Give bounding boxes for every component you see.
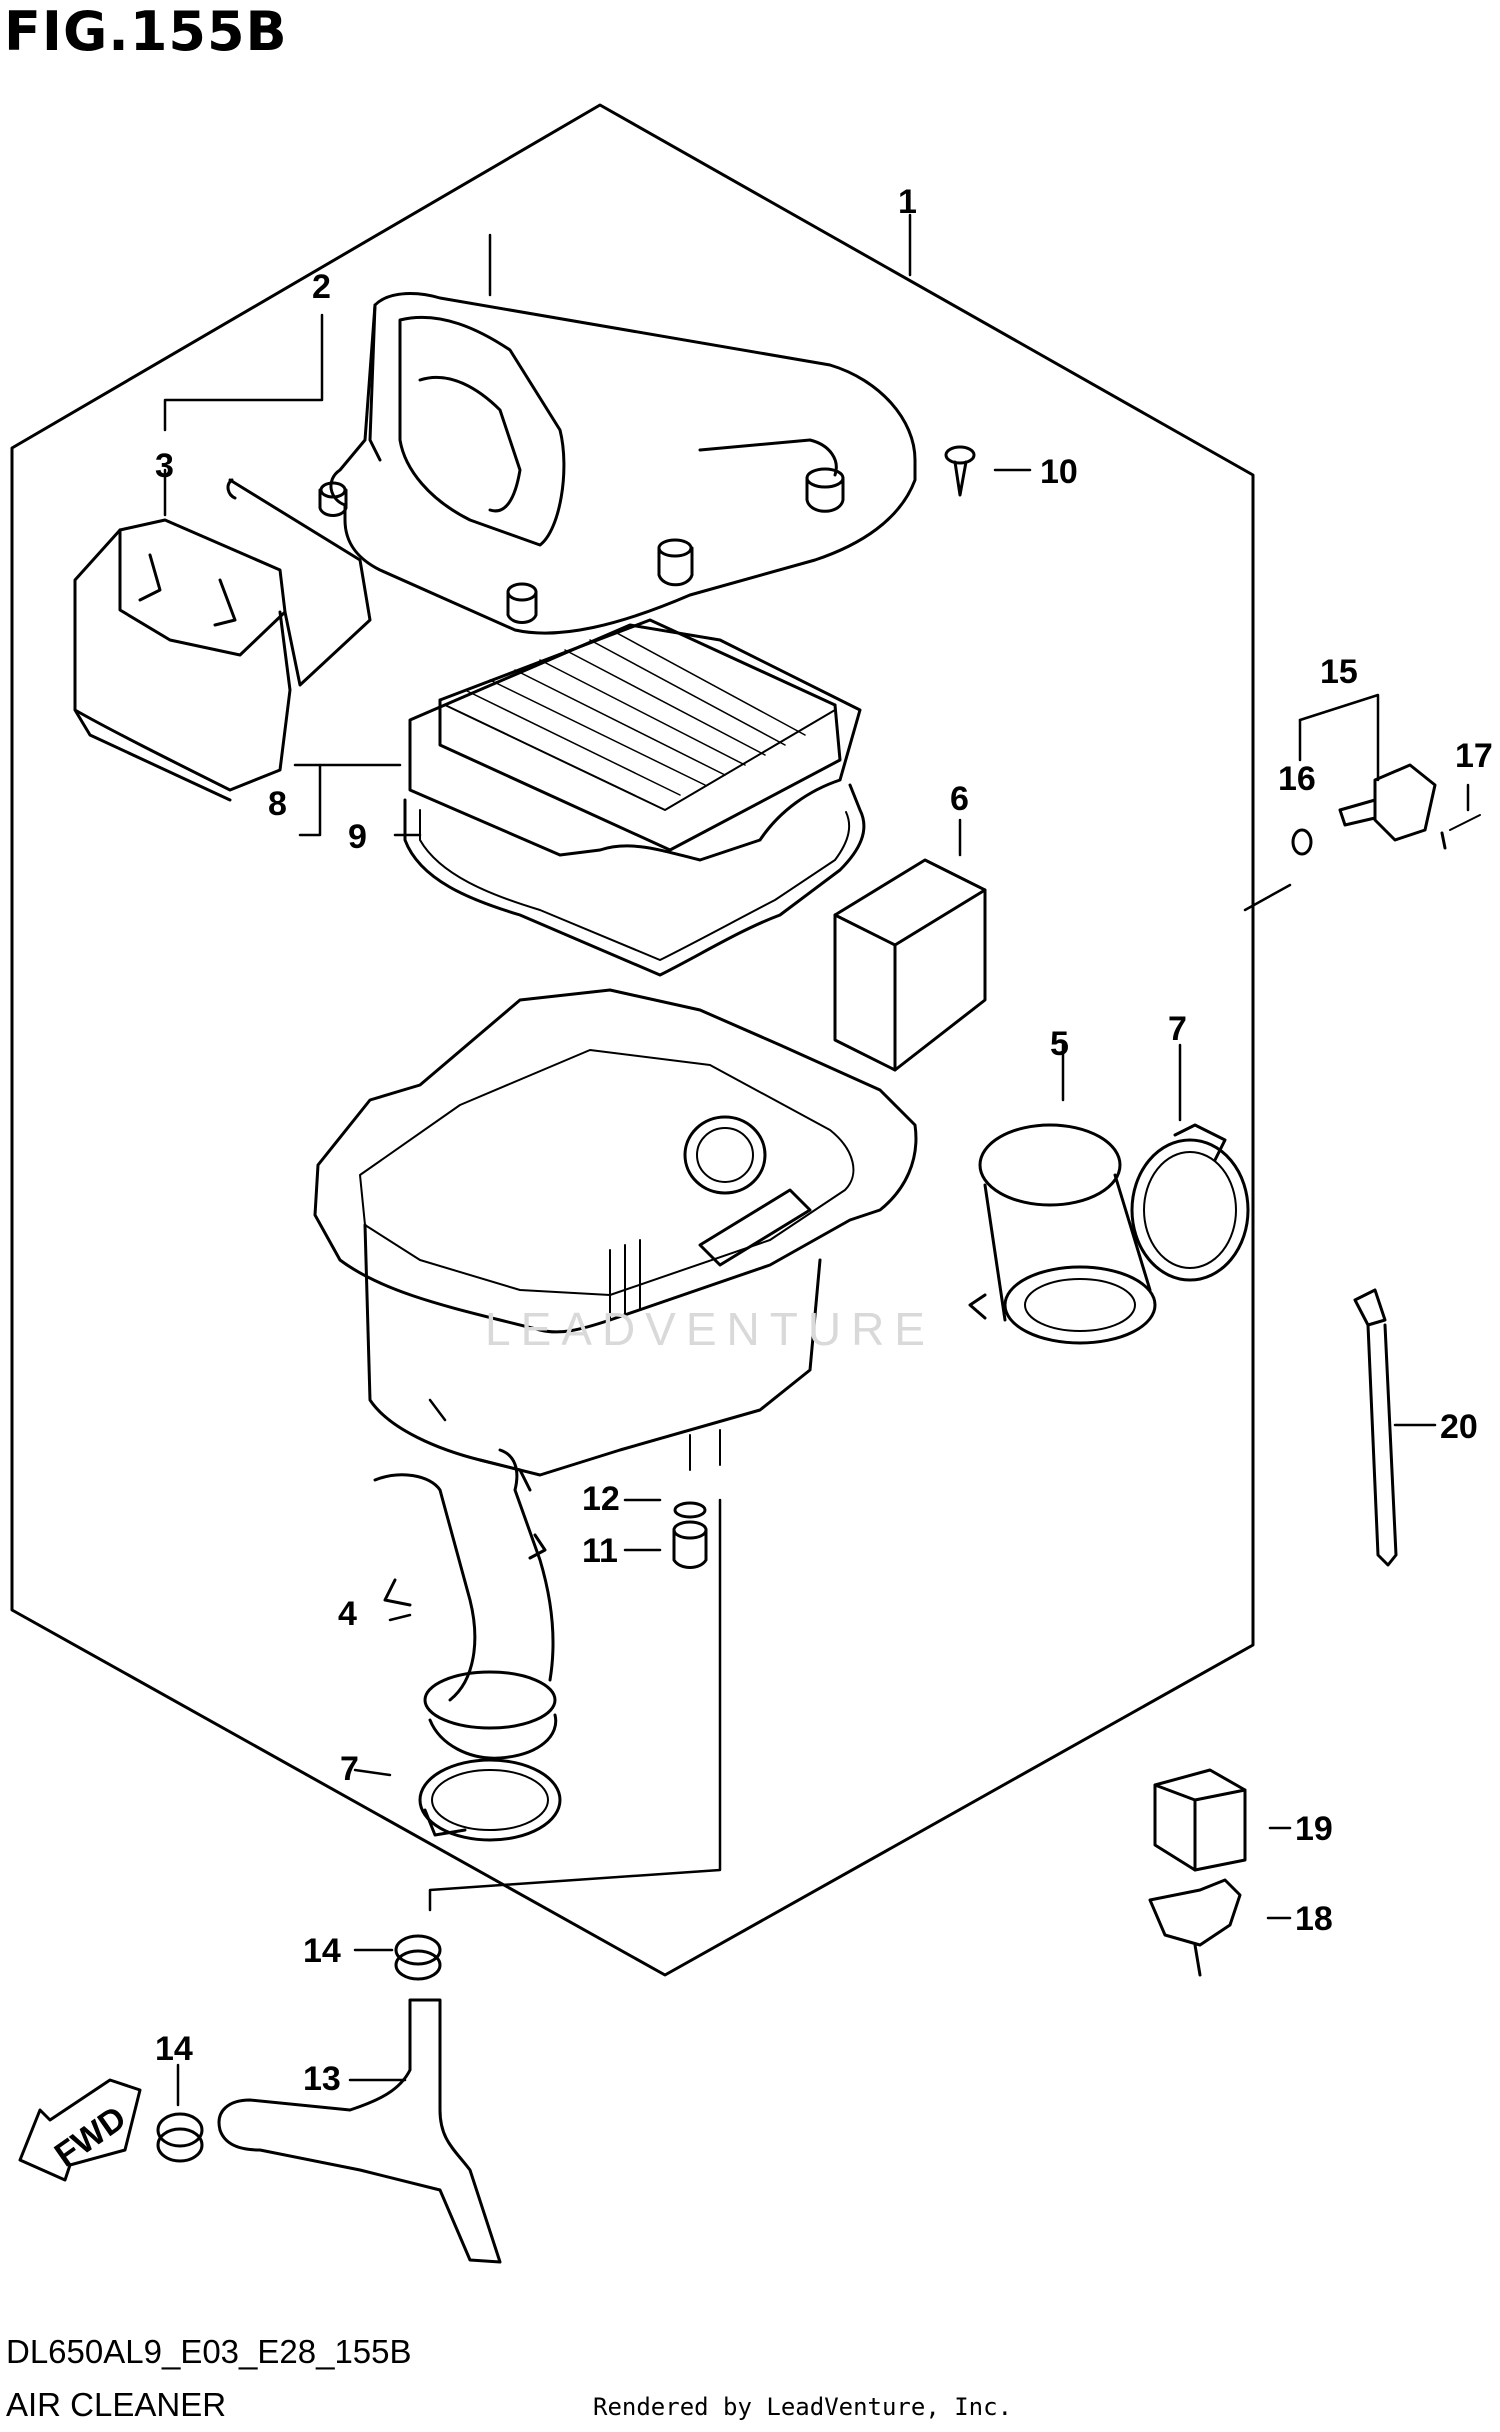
callout-8: 8 [268,785,287,823]
section-name: AIR CLEANER [6,2386,227,2423]
air-cleaner-cap-part [318,292,917,635]
intake-duct-part [73,478,372,802]
callout-4: 4 [338,1595,357,1633]
callout-6: 6 [950,780,969,818]
callout-12: 12 [582,1480,620,1518]
sensor-bracket-part [1148,1878,1242,1977]
credit-text: Rendered by LeadVenture, Inc. [593,2393,1013,2421]
rubber-cover-part [1153,1768,1247,1872]
breather-hose-part [217,1998,502,2264]
callout-17: 17 [1455,737,1493,775]
lower-clamp-part [418,1758,562,1842]
callout-2: 2 [312,268,331,306]
hose-clip-upper-part [394,1934,442,1981]
callout-3: 3 [155,447,174,485]
cable-tie-part [1353,1288,1398,1567]
callout-16: 16 [1278,760,1316,798]
screw-part-10 [944,445,976,497]
watermark-text: LEADVENTURE [485,1303,935,1355]
foam-part [833,858,987,1072]
callout-14-upper: 14 [303,1932,341,1970]
callout-1: 1 [898,183,917,221]
callout-14-lower: 14 [155,2030,193,2068]
model-code: DL650AL9_E03_E28_155B [6,2333,412,2370]
outlet-tube-part [968,1123,1157,1345]
callout-5: 5 [1050,1025,1069,1063]
assembly-boundary-outline [10,103,1255,1977]
seal-part [403,783,866,977]
callout-13: 13 [303,2060,341,2098]
leader-lines [163,213,1470,2107]
callout-20: 20 [1440,1408,1478,1446]
figure-title: FIG.155B [4,0,288,63]
callout-18: 18 [1295,1900,1333,1938]
lower-intake-tube-part [373,1448,558,1760]
forward-arrow: FWD [18,2078,142,2182]
sensor-part [1291,763,1481,856]
callout-19: 19 [1295,1810,1333,1848]
air-cleaner-case-part [313,988,918,1492]
callout-11: 11 [582,1532,618,1570]
callout-7-lower: 7 [340,1750,359,1788]
callout-15: 15 [1320,653,1358,691]
callout-9: 9 [348,818,367,856]
callout-10: 10 [1040,453,1078,491]
air-filter-element-part [408,618,862,862]
callout-7-upper: 7 [1168,1010,1187,1048]
hose-clip-lower-part [156,2112,204,2163]
upper-clamp-part [1130,1123,1250,1282]
drain-cap-part [672,1501,708,1569]
callout-labels: 1 2 3 4 5 6 7 7 8 9 10 11 12 13 14 14 15… [155,183,1493,2098]
